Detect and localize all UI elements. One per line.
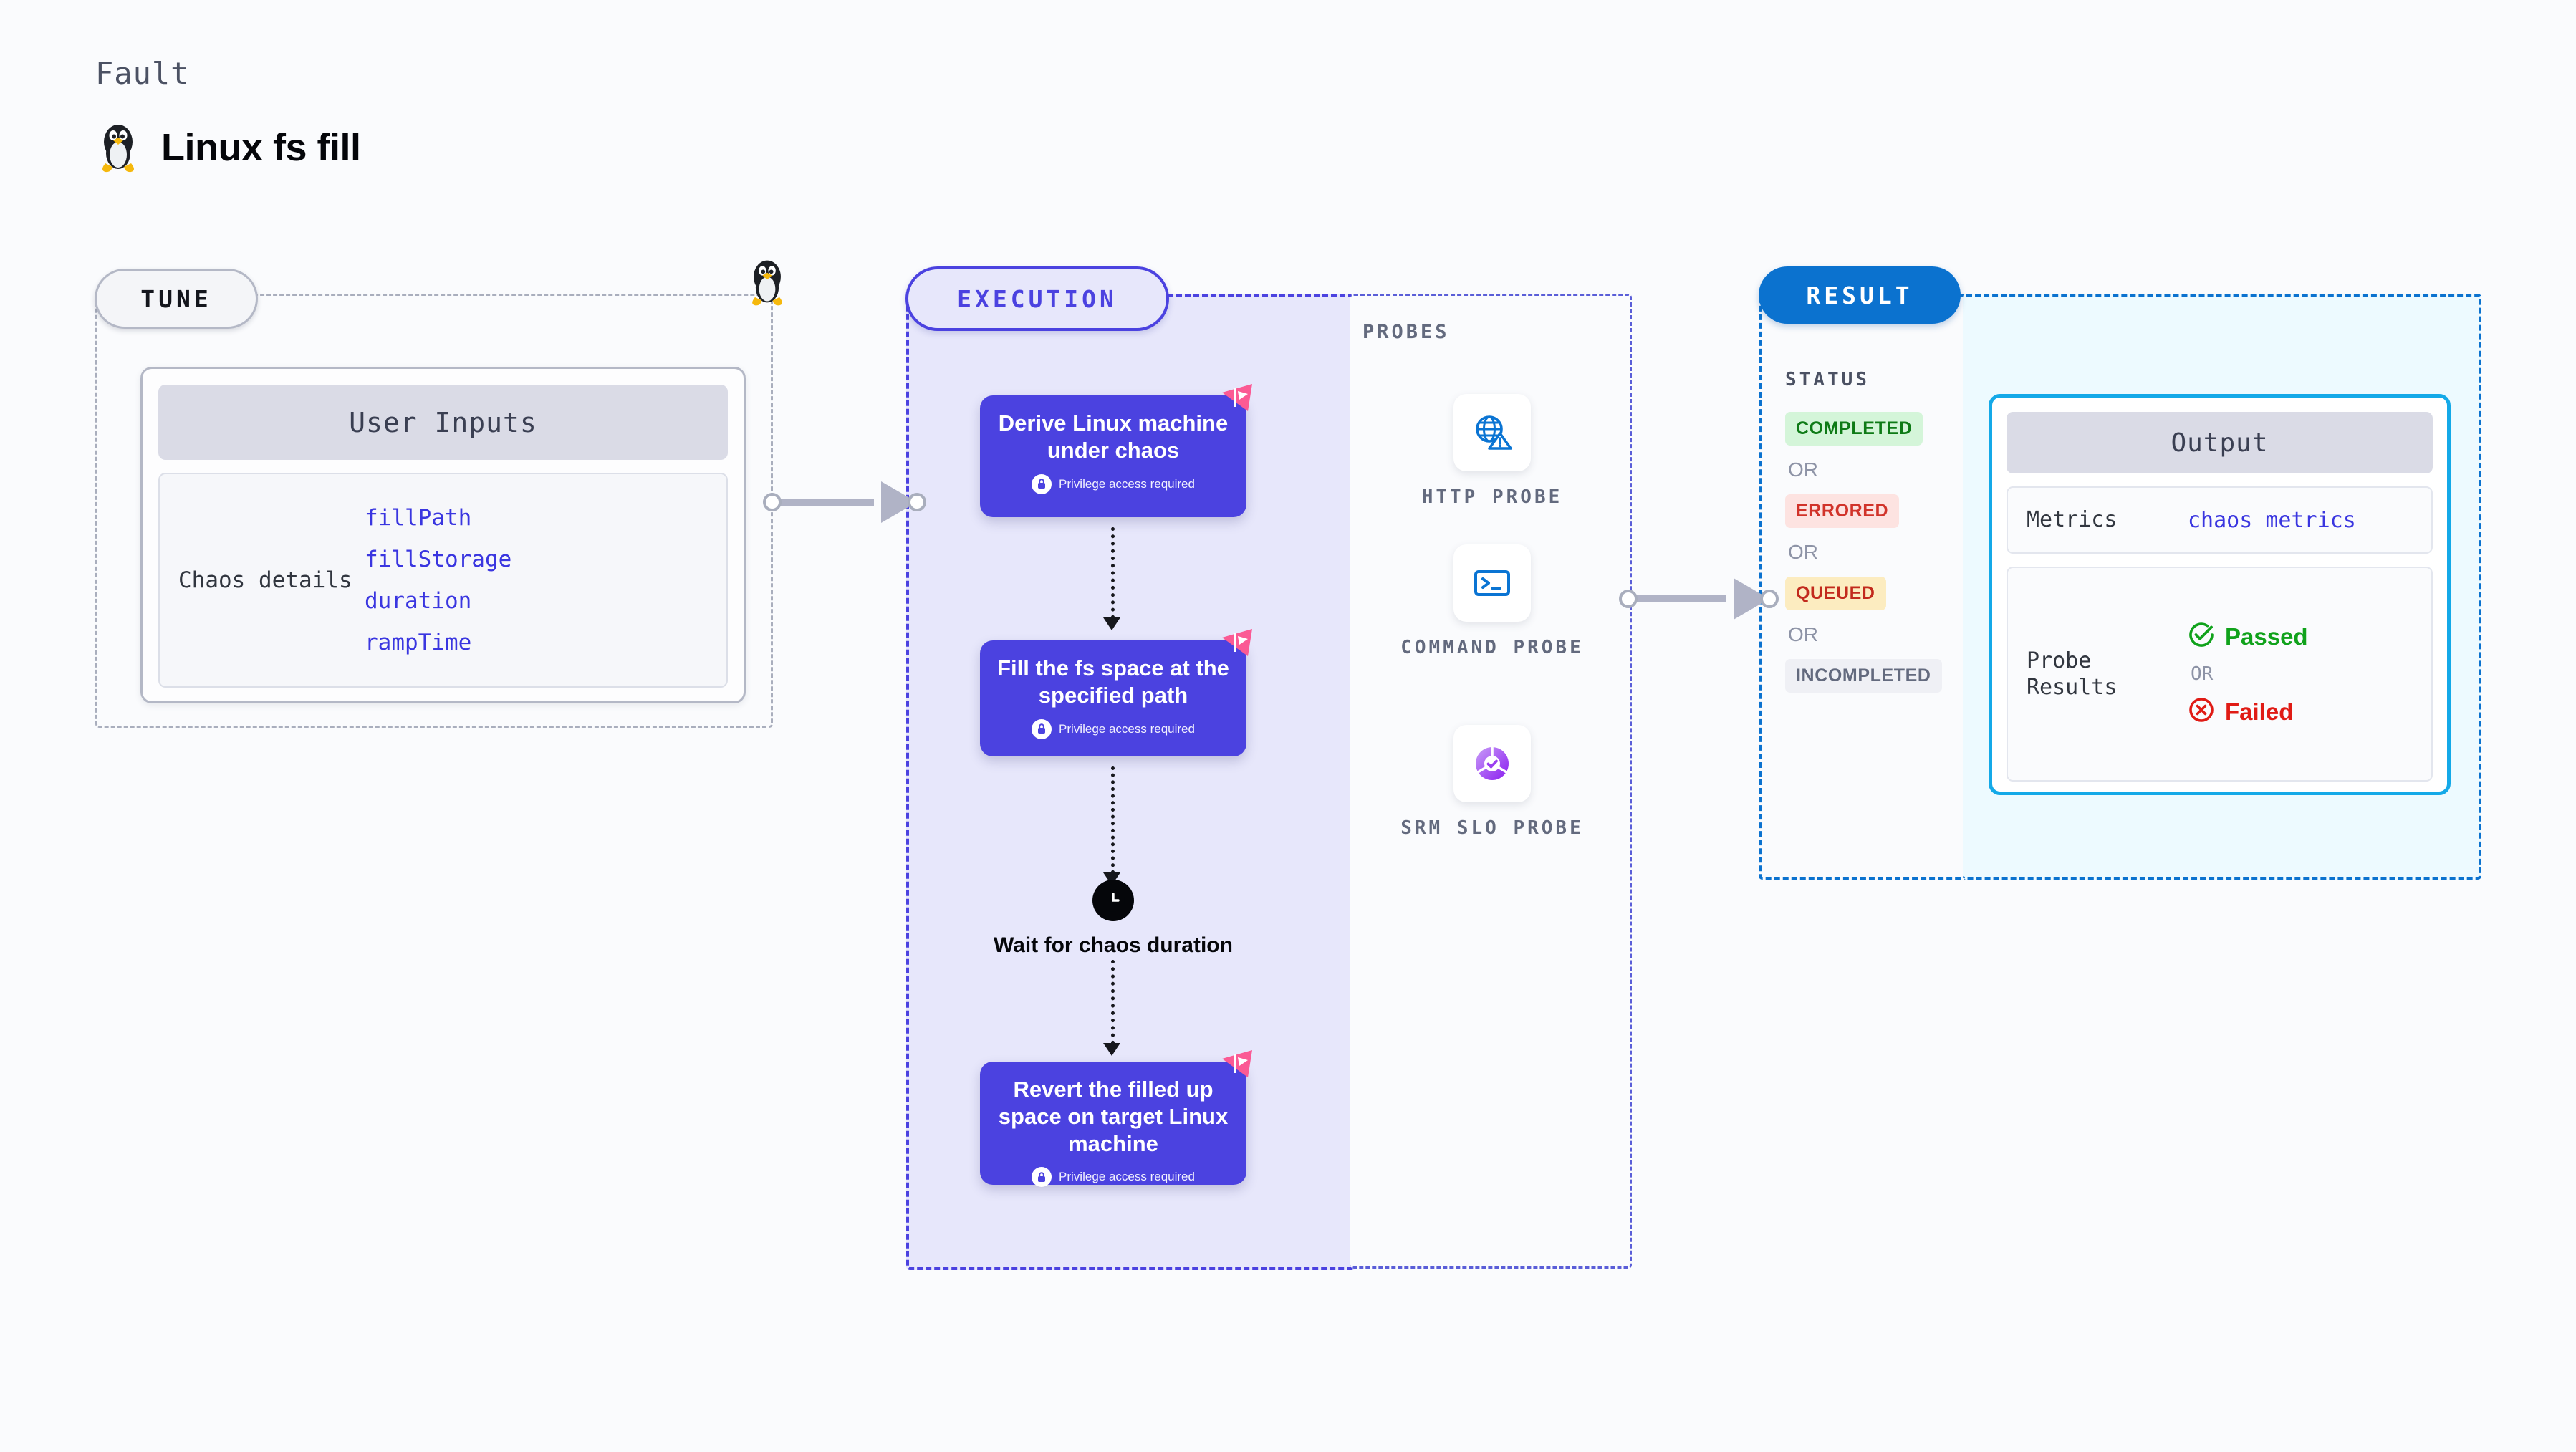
tux-penguin-marker-icon <box>745 256 789 308</box>
probe-label: HTTP PROBE <box>1421 486 1563 508</box>
flow-arrow-icon <box>1103 1043 1120 1056</box>
status-badge-queued: QUEUED <box>1785 577 1886 610</box>
execution-step-title: Fill the fs space at the specified path <box>997 655 1229 708</box>
status-or-label: OR <box>1788 623 1818 645</box>
flow-arrow-icon <box>1103 617 1120 630</box>
status-or-label: OR <box>1788 541 1818 563</box>
fault-flag-icon <box>1222 1050 1252 1077</box>
lock-icon <box>1032 473 1052 494</box>
param-fillpath[interactable]: fillPath <box>365 505 472 531</box>
wait-for-chaos-node: Wait for chaos duration <box>980 880 1246 959</box>
privilege-note-text: Privilege access required <box>1059 1170 1195 1184</box>
terminal-icon <box>1453 544 1531 622</box>
chaos-details-box: Chaos details fillPath fillStorage durat… <box>158 473 728 688</box>
tune-badge[interactable]: TUNE <box>95 269 258 329</box>
execution-step-title: Derive Linux machine under chaos <box>998 410 1229 463</box>
probes-title: PROBES <box>1363 321 1450 343</box>
metrics-value[interactable]: chaos metrics <box>2188 507 2356 533</box>
user-inputs-header: User Inputs <box>158 385 728 460</box>
probe-result-passed: Passed <box>2188 621 2308 652</box>
x-circle-icon <box>2188 696 2215 727</box>
probe-label: SRM SLO PROBE <box>1400 817 1584 839</box>
lock-icon <box>1032 718 1052 739</box>
globe-warning-icon <box>1453 394 1531 471</box>
wait-node-label: Wait for chaos duration <box>994 933 1233 957</box>
clock-icon <box>1092 880 1134 921</box>
privilege-note-text: Privilege access required <box>1059 721 1195 736</box>
check-circle-icon <box>2188 621 2215 652</box>
passed-label: Passed <box>2225 622 2308 650</box>
privilege-note-text: Privilege access required <box>1059 476 1195 491</box>
metrics-row: Metrics chaos metrics <box>2007 486 2433 554</box>
param-duration[interactable]: duration <box>365 588 472 614</box>
probe-item-http[interactable]: HTTP PROBE <box>1388 394 1596 510</box>
slo-donut-check-icon <box>1453 725 1531 802</box>
probe-result-or-label: OR <box>2191 663 2214 685</box>
probes-to-result-connector <box>1619 577 1779 620</box>
status-badge-errored: ERRORED <box>1785 494 1900 528</box>
execution-step-card[interactable]: Fill the fs space at the specified path … <box>980 629 1252 756</box>
probe-results-label: Probe Results <box>2027 648 2118 701</box>
flow-connector <box>1111 527 1118 619</box>
output-card: Output Metrics chaos metrics Probe Resul… <box>1989 394 2451 795</box>
probe-result-failed: Failed <box>2188 696 2308 727</box>
probe-results-row: Probe Results Passed OR <box>2007 567 2433 782</box>
failed-label: Failed <box>2225 698 2294 725</box>
privilege-note: Privilege access required <box>997 1167 1229 1188</box>
execution-step-card[interactable]: Revert the filled up space on target Lin… <box>980 1050 1252 1188</box>
flow-connector <box>1111 960 1118 1044</box>
chaos-params-list: fillPath fillStorage duration rampTime <box>365 505 511 655</box>
fault-flag-icon <box>1222 384 1252 411</box>
status-list: COMPLETED OR ERRORED OR QUEUED OR INCOMP… <box>1785 412 1957 693</box>
param-ramptime[interactable]: rampTime <box>365 630 472 655</box>
result-badge[interactable]: RESULT <box>1759 266 1961 324</box>
user-inputs-card: User Inputs Chaos details fillPath fillS… <box>140 367 746 703</box>
fault-kicker-label: Fault <box>95 56 190 91</box>
tux-penguin-icon <box>95 120 141 175</box>
probe-item-srm-slo[interactable]: SRM SLO PROBE <box>1388 725 1596 841</box>
execution-step-card[interactable]: Derive Linux machine under chaos Privile… <box>980 384 1252 517</box>
lock-icon <box>1032 1167 1052 1188</box>
metrics-label: Metrics <box>2027 507 2118 533</box>
fault-title-row: Linux fs fill <box>95 120 361 175</box>
output-header: Output <box>2007 412 2433 473</box>
status-or-label: OR <box>1788 458 1818 481</box>
privilege-note: Privilege access required <box>997 718 1229 739</box>
status-title: STATUS <box>1785 369 1870 390</box>
page-title: Linux fs fill <box>161 126 361 169</box>
status-badge-incompleted: INCOMPLETED <box>1785 659 1942 693</box>
execution-step-title: Revert the filled up space on target Lin… <box>998 1077 1229 1156</box>
tune-to-execution-connector <box>763 480 926 523</box>
probe-item-command[interactable]: COMMAND PROBE <box>1388 544 1596 660</box>
flow-connector <box>1111 766 1118 874</box>
privilege-note: Privilege access required <box>997 473 1229 494</box>
status-badge-completed: COMPLETED <box>1785 412 1923 446</box>
chaos-details-label: Chaos details <box>178 567 352 593</box>
param-fillstorage[interactable]: fillStorage <box>365 547 512 572</box>
probe-results-values: Passed OR Failed <box>2188 621 2308 727</box>
execution-badge[interactable]: EXECUTION <box>905 266 1169 331</box>
fault-flag-icon <box>1222 629 1252 656</box>
probe-label: COMMAND PROBE <box>1400 637 1584 658</box>
